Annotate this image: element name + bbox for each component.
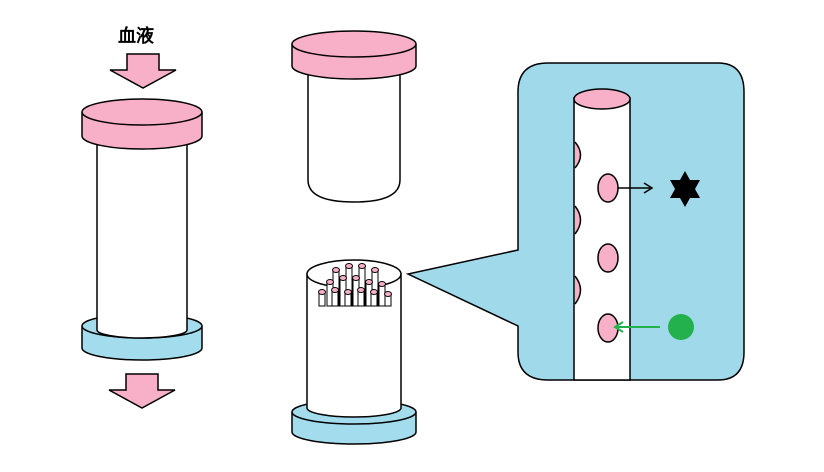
fiber-opening (371, 267, 379, 273)
fiber-opening (331, 287, 339, 293)
middle-fiber-column (291, 259, 417, 445)
fiber-opening (326, 279, 334, 285)
pore (597, 243, 619, 273)
fiber-end (573, 88, 631, 110)
fiber-opening (358, 263, 366, 269)
six-point-star-icon (670, 171, 700, 207)
pore (574, 205, 582, 235)
left-dialyzer (81, 53, 203, 409)
fiber-opening (345, 263, 353, 269)
middle-top-cap-part (291, 30, 417, 203)
fiber-opening (365, 279, 373, 285)
fiber-opening (384, 291, 392, 297)
fiber-opening (352, 275, 360, 281)
inflow-down-arrow-icon (109, 53, 177, 89)
left-column-body (96, 139, 188, 339)
pore (574, 275, 582, 305)
fiber-opening (370, 289, 378, 295)
fiber-opening (357, 287, 365, 293)
fiber-opening (378, 281, 386, 287)
pore (597, 173, 619, 203)
blood-label: 血液 (118, 26, 154, 47)
pore (574, 141, 582, 169)
fiber-opening (318, 289, 326, 295)
hollow-fibers (318, 263, 392, 307)
fiber-opening (332, 267, 340, 273)
left-top-cap (81, 98, 203, 150)
green-dot-icon (668, 314, 694, 340)
fiber-tube (378, 283, 386, 307)
zoom-callout (405, 62, 745, 381)
outflow-down-arrow-icon (108, 373, 176, 409)
fiber-opening (344, 289, 352, 295)
fiber-opening (339, 275, 347, 281)
